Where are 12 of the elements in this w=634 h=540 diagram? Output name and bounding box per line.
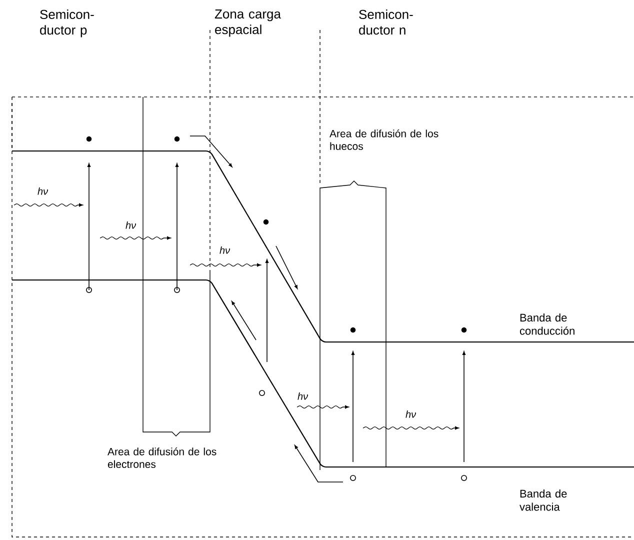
photon-label: hν [126, 222, 136, 229]
photon-label: hν [298, 392, 308, 400]
photon-label: hν [220, 246, 230, 254]
region-label: Zona carga espacial [214, 10, 281, 37]
photon-label: hν [38, 188, 48, 195]
photon-label: hν [406, 410, 416, 418]
region-label: Semicon- ductor n [359, 10, 413, 35]
area-label: Area de difusión de los huecos [330, 130, 438, 150]
region-label: Semicon- ductor p [40, 10, 94, 38]
area-label: Area de difusión de los electrones [108, 448, 216, 468]
band-label: Banda de valencia [520, 490, 567, 511]
band-label: Banda de conducción [520, 314, 574, 335]
